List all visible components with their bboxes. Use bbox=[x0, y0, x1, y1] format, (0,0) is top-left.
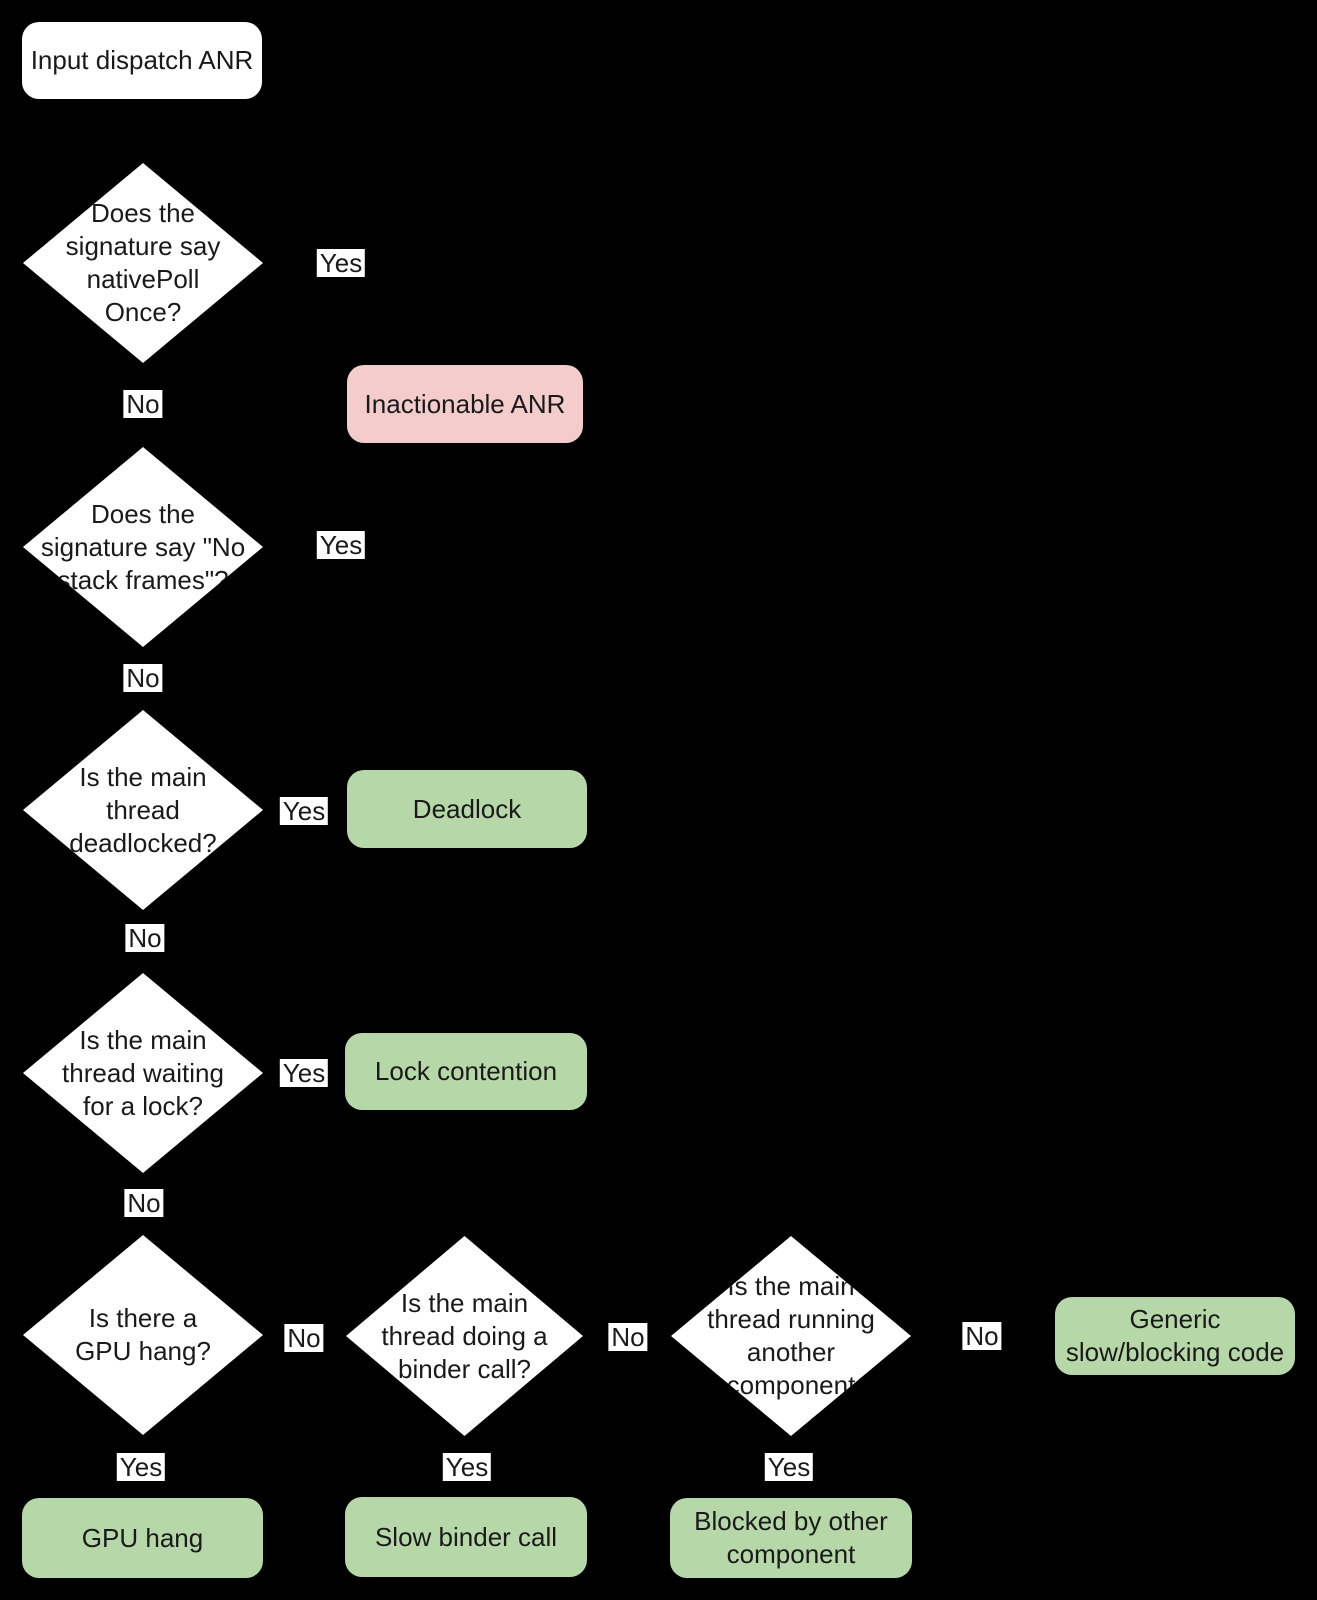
decision-binder-call-label: Is the main thread doing a binder call? bbox=[381, 1287, 548, 1384]
outcome-lock-contention: Lock contention bbox=[345, 1033, 587, 1110]
decision-main-thread-waiting-for-lock: Is the main thread waiting for a lock? bbox=[23, 973, 263, 1173]
decision-binder-call: Is the main thread doing a binder call? bbox=[346, 1236, 583, 1436]
outcome-lock-contention-label: Lock contention bbox=[374, 1056, 558, 1086]
outcome-blocked-by-other-component-label: Blocked by other component bbox=[694, 1506, 888, 1569]
decision-gpu-hang-label: Is there a GPU hang? bbox=[75, 1303, 211, 1366]
outcome-gpu-hang: GPU hang bbox=[22, 1498, 263, 1578]
start-input-dispatch-anr: Input dispatch ANR bbox=[22, 22, 262, 99]
edge-label-yes-13: Yes bbox=[764, 1453, 814, 1481]
edge-label-no-1: No bbox=[123, 390, 163, 418]
decision-gpu-hang: Is there a GPU hang? bbox=[23, 1235, 263, 1435]
decision-signature-nativepollonce-label: Does the signature say nativePoll Once? bbox=[65, 198, 221, 327]
edge-label-no-5: No bbox=[125, 924, 165, 952]
start-input-dispatch-anr-label: Input dispatch ANR bbox=[30, 45, 254, 75]
outcome-blocked-by-other-component: Blocked by other component bbox=[670, 1498, 912, 1578]
decision-running-another-component-label: Is the main thread running another compo… bbox=[707, 1271, 875, 1400]
edge-label-yes-4: Yes bbox=[279, 797, 329, 825]
outcome-deadlock: Deadlock bbox=[347, 770, 587, 848]
outcome-gpu-hang-label: GPU hang bbox=[81, 1522, 204, 1553]
outcome-slow-binder-call-label: Slow binder call bbox=[374, 1521, 558, 1552]
outcome-generic-slow-blocking-code: Generic slow/blocking code bbox=[1055, 1297, 1295, 1375]
decision-main-thread-deadlocked-label: Is the main thread deadlocked? bbox=[69, 761, 217, 858]
outcome-slow-binder-call: Slow binder call bbox=[345, 1497, 587, 1577]
edge-label-no-3: No bbox=[123, 664, 163, 692]
decision-signature-no-stack-frames: Does the signature say "No stack frames"… bbox=[23, 447, 263, 647]
edge-label-no-8: No bbox=[284, 1324, 324, 1352]
edge-label-no-10: No bbox=[608, 1323, 648, 1351]
edge-label-no-12: No bbox=[962, 1322, 1002, 1350]
outcome-deadlock-label: Deadlock bbox=[412, 793, 522, 824]
outcome-inactionable-anr-label: Inactionable ANR bbox=[364, 388, 566, 419]
edge-label-yes-0: Yes bbox=[316, 249, 366, 277]
decision-signature-nativepollonce: Does the signature say nativePoll Once? bbox=[23, 163, 263, 363]
decision-main-thread-waiting-for-lock-label: Is the main thread waiting for a lock? bbox=[62, 1024, 224, 1121]
edge-label-yes-6: Yes bbox=[279, 1059, 329, 1087]
outcome-generic-slow-blocking-code-label: Generic slow/blocking code bbox=[1065, 1304, 1285, 1367]
edge-label-no-7: No bbox=[124, 1189, 164, 1217]
edge-label-yes-2: Yes bbox=[316, 531, 366, 559]
outcome-inactionable-anr: Inactionable ANR bbox=[347, 365, 583, 443]
decision-main-thread-deadlocked: Is the main thread deadlocked? bbox=[23, 710, 263, 910]
decision-running-another-component: Is the main thread running another compo… bbox=[671, 1236, 911, 1436]
edge-label-yes-11: Yes bbox=[442, 1453, 492, 1481]
decision-signature-no-stack-frames-label: Does the signature say "No stack frames"… bbox=[40, 498, 246, 595]
edge-label-yes-9: Yes bbox=[116, 1453, 166, 1481]
